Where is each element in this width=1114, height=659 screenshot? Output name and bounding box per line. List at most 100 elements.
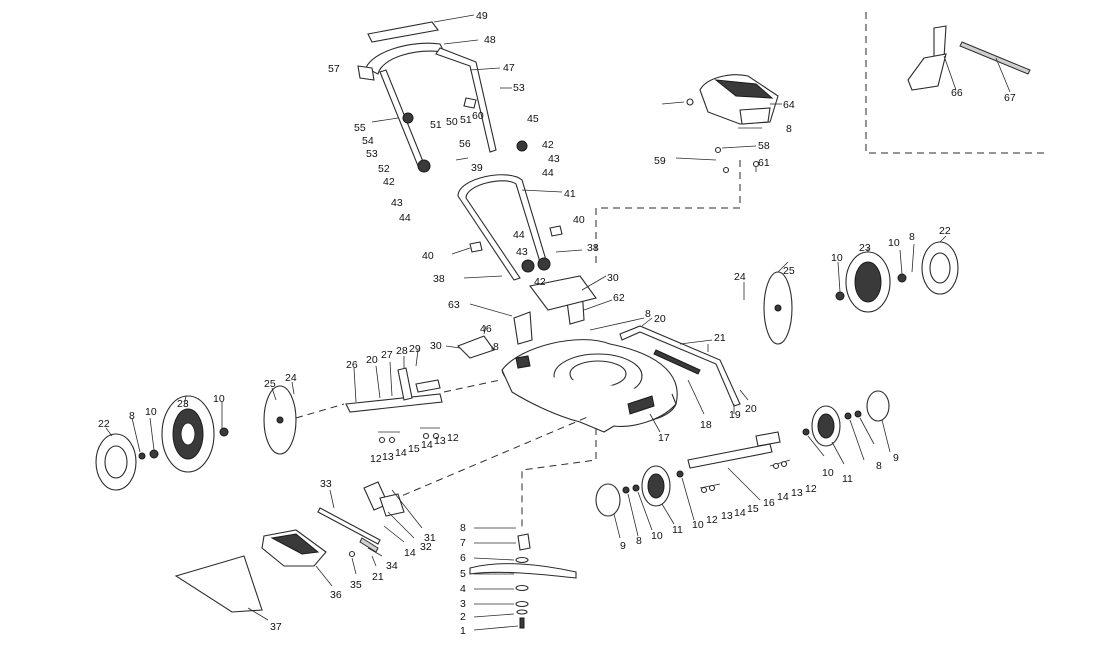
part-label: 42	[383, 176, 395, 188]
part-label: 13	[721, 510, 733, 522]
part-label: 49	[476, 10, 488, 22]
part-label: 22	[939, 225, 951, 237]
part-label: 16	[763, 497, 775, 509]
upper-handle-right-tube	[435, 47, 497, 153]
part-label: 66	[951, 87, 963, 99]
bracket-plate	[529, 275, 597, 311]
part-label: 14	[404, 547, 416, 559]
part-label: 13	[382, 451, 394, 463]
part-label: 63	[448, 299, 460, 311]
part-label: 14	[421, 439, 433, 451]
part-label: 38	[433, 273, 445, 285]
rear-flap-bracket-right	[379, 493, 405, 517]
cable-guide	[367, 21, 439, 43]
part-label: 3	[460, 598, 466, 610]
part-label: 57	[328, 63, 340, 75]
part-label: 31	[424, 532, 436, 544]
part-label: 28	[396, 345, 408, 357]
engine-assembly	[595, 74, 782, 268]
part-label: 12	[370, 453, 382, 465]
part-label: 53	[366, 148, 378, 160]
part-label: 36	[330, 589, 342, 601]
handle-knob-lower	[417, 159, 431, 173]
part-label: 46	[480, 323, 492, 335]
part-label: 12	[706, 514, 718, 526]
part-label: 24	[734, 271, 746, 283]
part-label: 14	[395, 447, 407, 459]
lower-knob-left	[521, 259, 535, 273]
grass-bag	[174, 555, 263, 613]
part-label: 20	[745, 403, 757, 415]
part-label: 54	[362, 135, 374, 147]
part-label: 43	[548, 153, 560, 165]
part-label: 14	[777, 491, 789, 503]
tool-inset	[865, 12, 1046, 154]
part-label: 10	[888, 237, 900, 249]
part-label: 52	[378, 163, 390, 175]
part-label: 22	[98, 418, 110, 430]
part-label: 10	[651, 530, 663, 542]
part-label: 8	[129, 410, 135, 422]
part-label: 40	[573, 214, 585, 226]
front-axle	[687, 443, 773, 469]
part-label: 51	[460, 114, 472, 126]
part-label: 8	[636, 535, 642, 547]
part-label: 34	[386, 560, 398, 572]
part-label: 14	[734, 507, 746, 519]
handle-knob-right	[516, 140, 528, 152]
lower-knob-right	[537, 257, 551, 271]
hinge-rod	[317, 507, 381, 545]
part-label: 8	[786, 123, 792, 135]
spark-plug-wrench	[907, 25, 957, 91]
part-label: 42	[542, 139, 554, 151]
upper-handle-grip	[365, 42, 445, 75]
part-label: 30	[430, 340, 442, 352]
rear-flap-hinge	[457, 335, 495, 359]
part-label: 26	[346, 359, 358, 371]
handle-knob-left	[402, 112, 414, 124]
cutting-blade	[469, 563, 577, 579]
part-label: 10	[692, 519, 704, 531]
part-label: 51	[430, 119, 442, 131]
part-label: 15	[408, 443, 420, 455]
part-label: 19	[729, 409, 741, 421]
part-label: 10	[822, 467, 834, 479]
part-label: 8	[493, 341, 499, 353]
part-label: 1	[460, 625, 466, 637]
part-label: 8	[460, 522, 466, 534]
front-right-hubcap	[866, 390, 890, 422]
front-wheel-assembly	[595, 390, 891, 539]
left-rear-wheel-assembly	[95, 381, 345, 491]
part-label: 61	[758, 157, 770, 169]
part-label: 37	[270, 621, 282, 633]
part-label: 24	[285, 372, 297, 384]
part-label: 8	[645, 308, 651, 320]
part-label: 45	[527, 113, 539, 125]
blade-adapter	[517, 533, 531, 551]
part-label: 18	[700, 419, 712, 431]
part-label: 21	[372, 571, 384, 583]
part-labels: 49 48 57 47 53 55 51 50 51 60 45 54 56 4…	[98, 10, 1016, 637]
part-label: 11	[842, 473, 853, 485]
part-label: 6	[460, 552, 466, 564]
part-label: 15	[747, 503, 759, 515]
handle-assembly	[357, 14, 645, 345]
part-label: 8	[909, 231, 915, 243]
handle-grip-end	[357, 65, 375, 81]
part-label: 29	[409, 343, 421, 355]
part-label: 41	[564, 188, 576, 200]
part-label: 13	[791, 487, 803, 499]
mower-deck	[501, 339, 678, 530]
part-label: 56	[459, 138, 471, 150]
blade-stack	[469, 527, 577, 631]
part-label: 40	[422, 250, 434, 262]
part-label: 32	[420, 541, 432, 553]
lower-handle	[457, 174, 547, 281]
part-label: 43	[391, 197, 403, 209]
part-label: 11	[672, 524, 683, 536]
part-label: 44	[399, 212, 411, 224]
part-label: 8	[876, 460, 882, 472]
part-label: 33	[320, 478, 332, 490]
tommy-bar	[959, 41, 1031, 93]
